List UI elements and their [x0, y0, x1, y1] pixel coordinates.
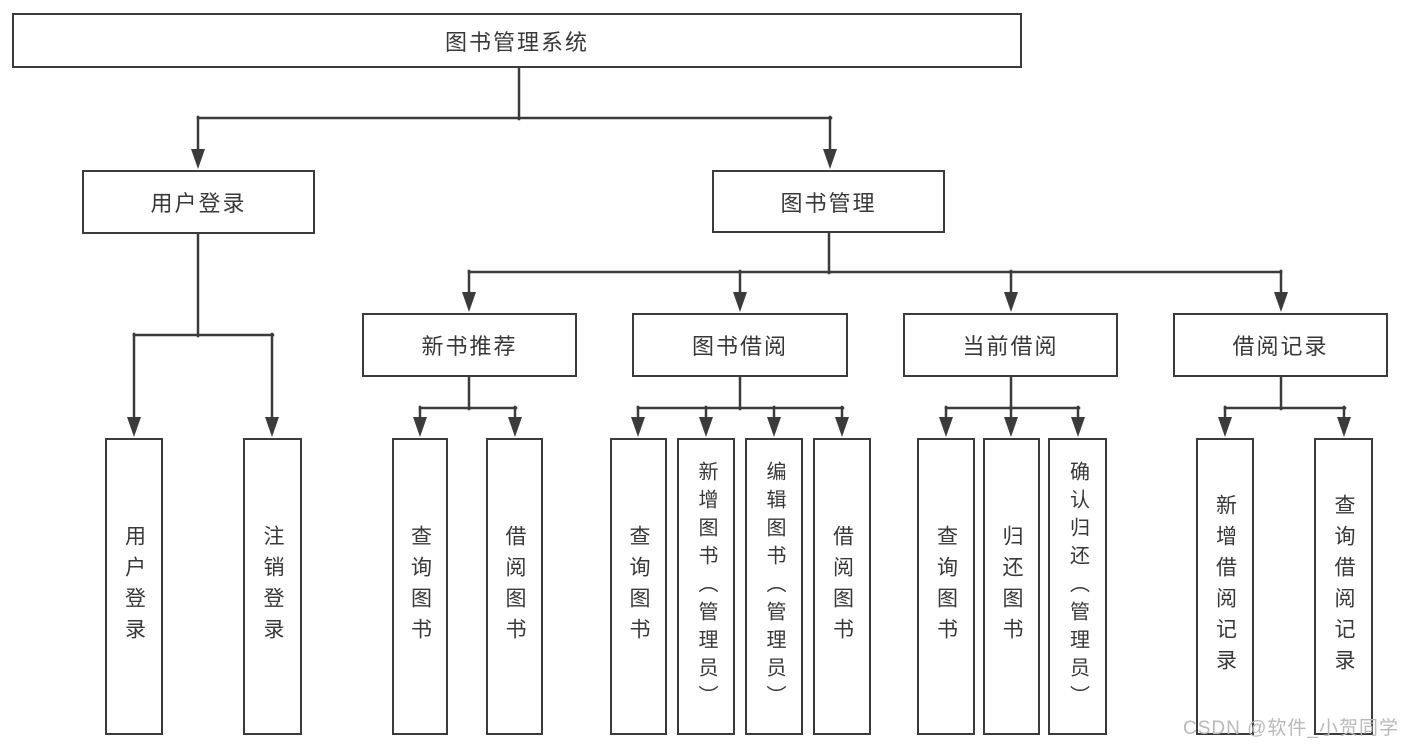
arrowhead-down-icon	[1004, 417, 1018, 437]
arrowhead-down-icon	[413, 417, 427, 437]
node-book-borrow: 图书借阅	[632, 313, 848, 377]
arrowhead-down-icon	[823, 149, 837, 169]
node-cb-query-book: 查询图书	[917, 438, 975, 735]
node-bb-add-book: 新增图书（管理员）	[677, 438, 735, 735]
node-br-query-record: 查询借阅记录	[1314, 438, 1373, 735]
node-current-borrow: 当前借阅	[903, 313, 1118, 377]
arrowhead-down-icon	[1274, 292, 1288, 312]
node-borrow-record: 借阅记录	[1173, 313, 1388, 377]
node-nb-query-book: 查询图书	[392, 438, 448, 735]
node-root: 图书管理系统	[12, 13, 1022, 68]
node-bb-query-book: 查询图书	[610, 438, 667, 735]
arrowhead-down-icon	[939, 417, 953, 437]
arrowhead-down-icon	[191, 149, 205, 169]
csdn-watermark: CSDN @软件_小贺同学	[1183, 718, 1399, 739]
node-leaf-user-login: 用户登录	[105, 438, 163, 735]
node-cb-return-book: 归还图书	[983, 438, 1040, 735]
node-user-login: 用户登录	[82, 170, 315, 234]
arrowhead-down-icon	[462, 292, 476, 312]
node-cb-confirm-return: 确认归还（管理员）	[1048, 438, 1107, 735]
node-br-add-record: 新增借阅记录	[1196, 438, 1254, 735]
arrowhead-down-icon	[265, 417, 279, 437]
arrowhead-down-icon	[835, 417, 849, 437]
arrowhead-down-icon	[1218, 417, 1232, 437]
node-new-book-rec: 新书推荐	[362, 313, 577, 377]
arrowhead-down-icon	[1337, 417, 1351, 437]
arrowhead-down-icon	[1071, 417, 1085, 437]
arrowhead-down-icon	[127, 417, 141, 437]
arrowhead-down-icon	[767, 417, 781, 437]
arrowhead-down-icon	[733, 292, 747, 312]
arrowhead-down-icon	[699, 417, 713, 437]
node-leaf-logout: 注销登录	[243, 438, 302, 735]
arrowhead-down-icon	[1004, 292, 1018, 312]
node-bb-edit-book: 编辑图书（管理员）	[745, 438, 803, 735]
arrowhead-down-icon	[508, 417, 522, 437]
node-nb-borrow-book: 借阅图书	[486, 438, 543, 735]
node-book-mgmt: 图书管理	[712, 170, 945, 233]
arrowhead-down-icon	[631, 417, 645, 437]
node-bb-borrow-book: 借阅图书	[813, 438, 871, 735]
